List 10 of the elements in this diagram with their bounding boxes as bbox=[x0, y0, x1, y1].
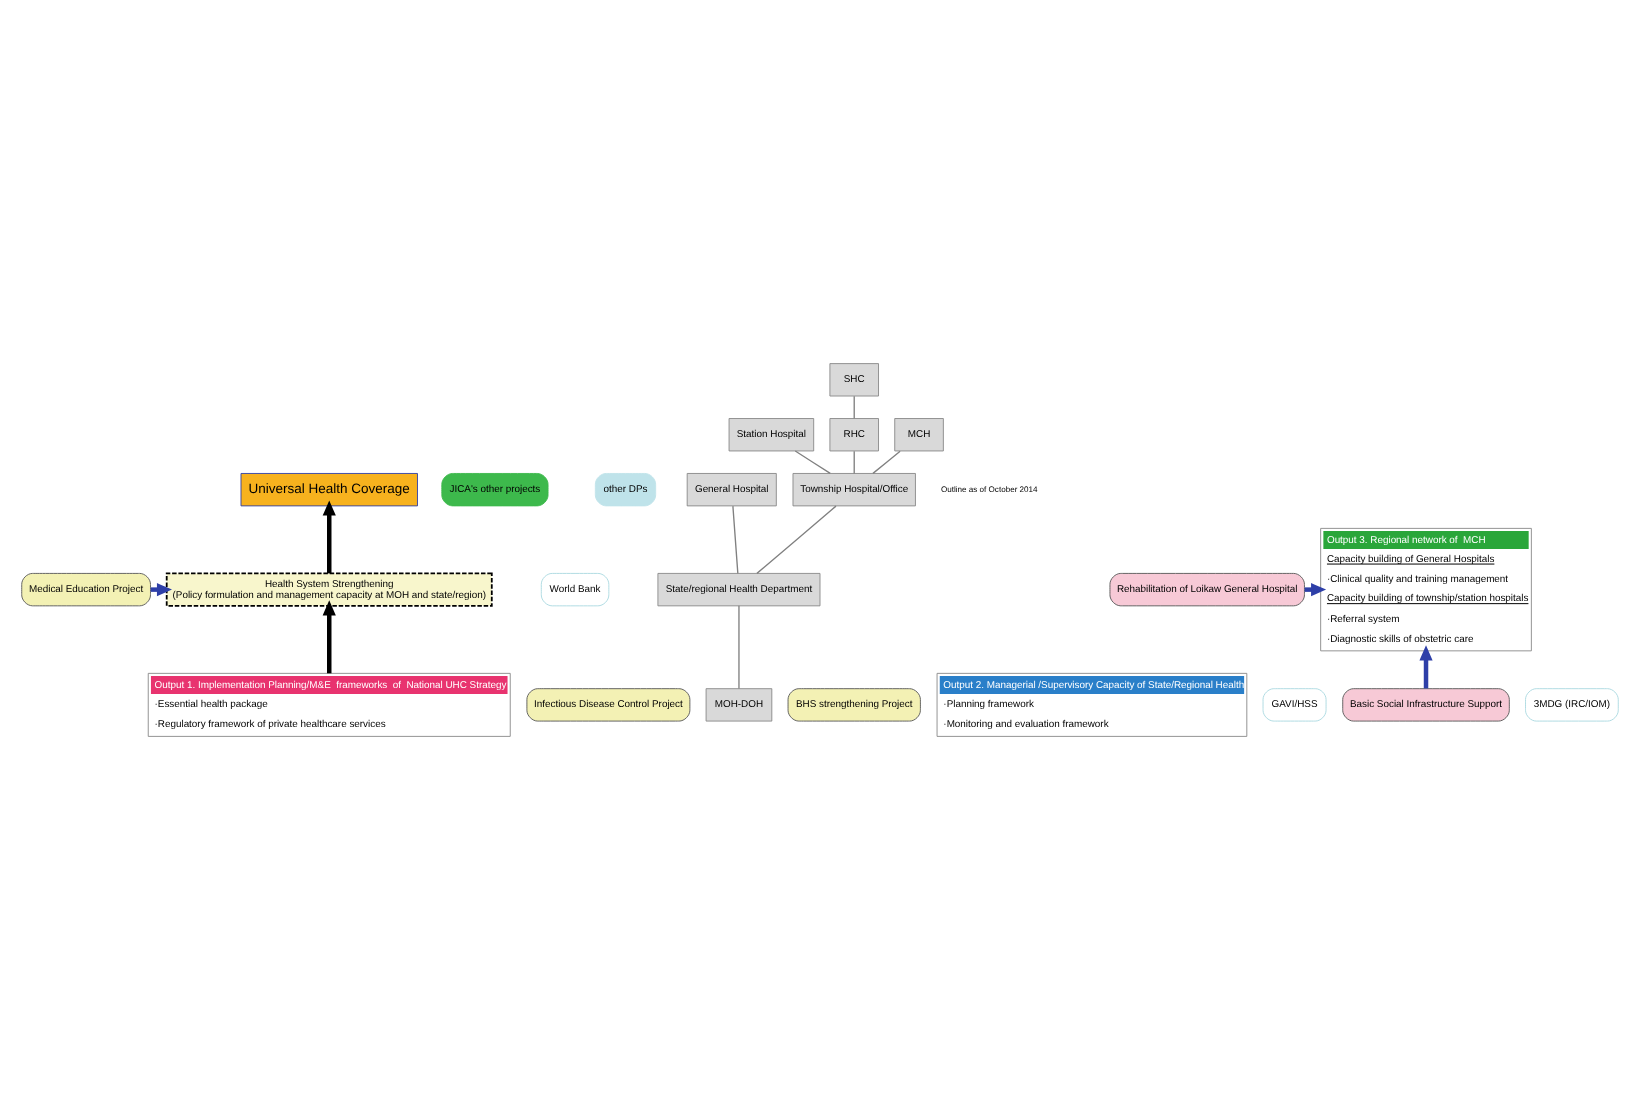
connector bbox=[794, 449, 831, 474]
connector bbox=[732, 504, 739, 574]
arrow bbox=[1419, 644, 1433, 688]
connector bbox=[738, 604, 740, 689]
arrow bbox=[322, 599, 336, 673]
connector bbox=[853, 394, 855, 419]
connector bbox=[756, 504, 837, 574]
connector bbox=[853, 449, 855, 474]
connector bbox=[872, 449, 901, 474]
arrow bbox=[322, 499, 336, 573]
